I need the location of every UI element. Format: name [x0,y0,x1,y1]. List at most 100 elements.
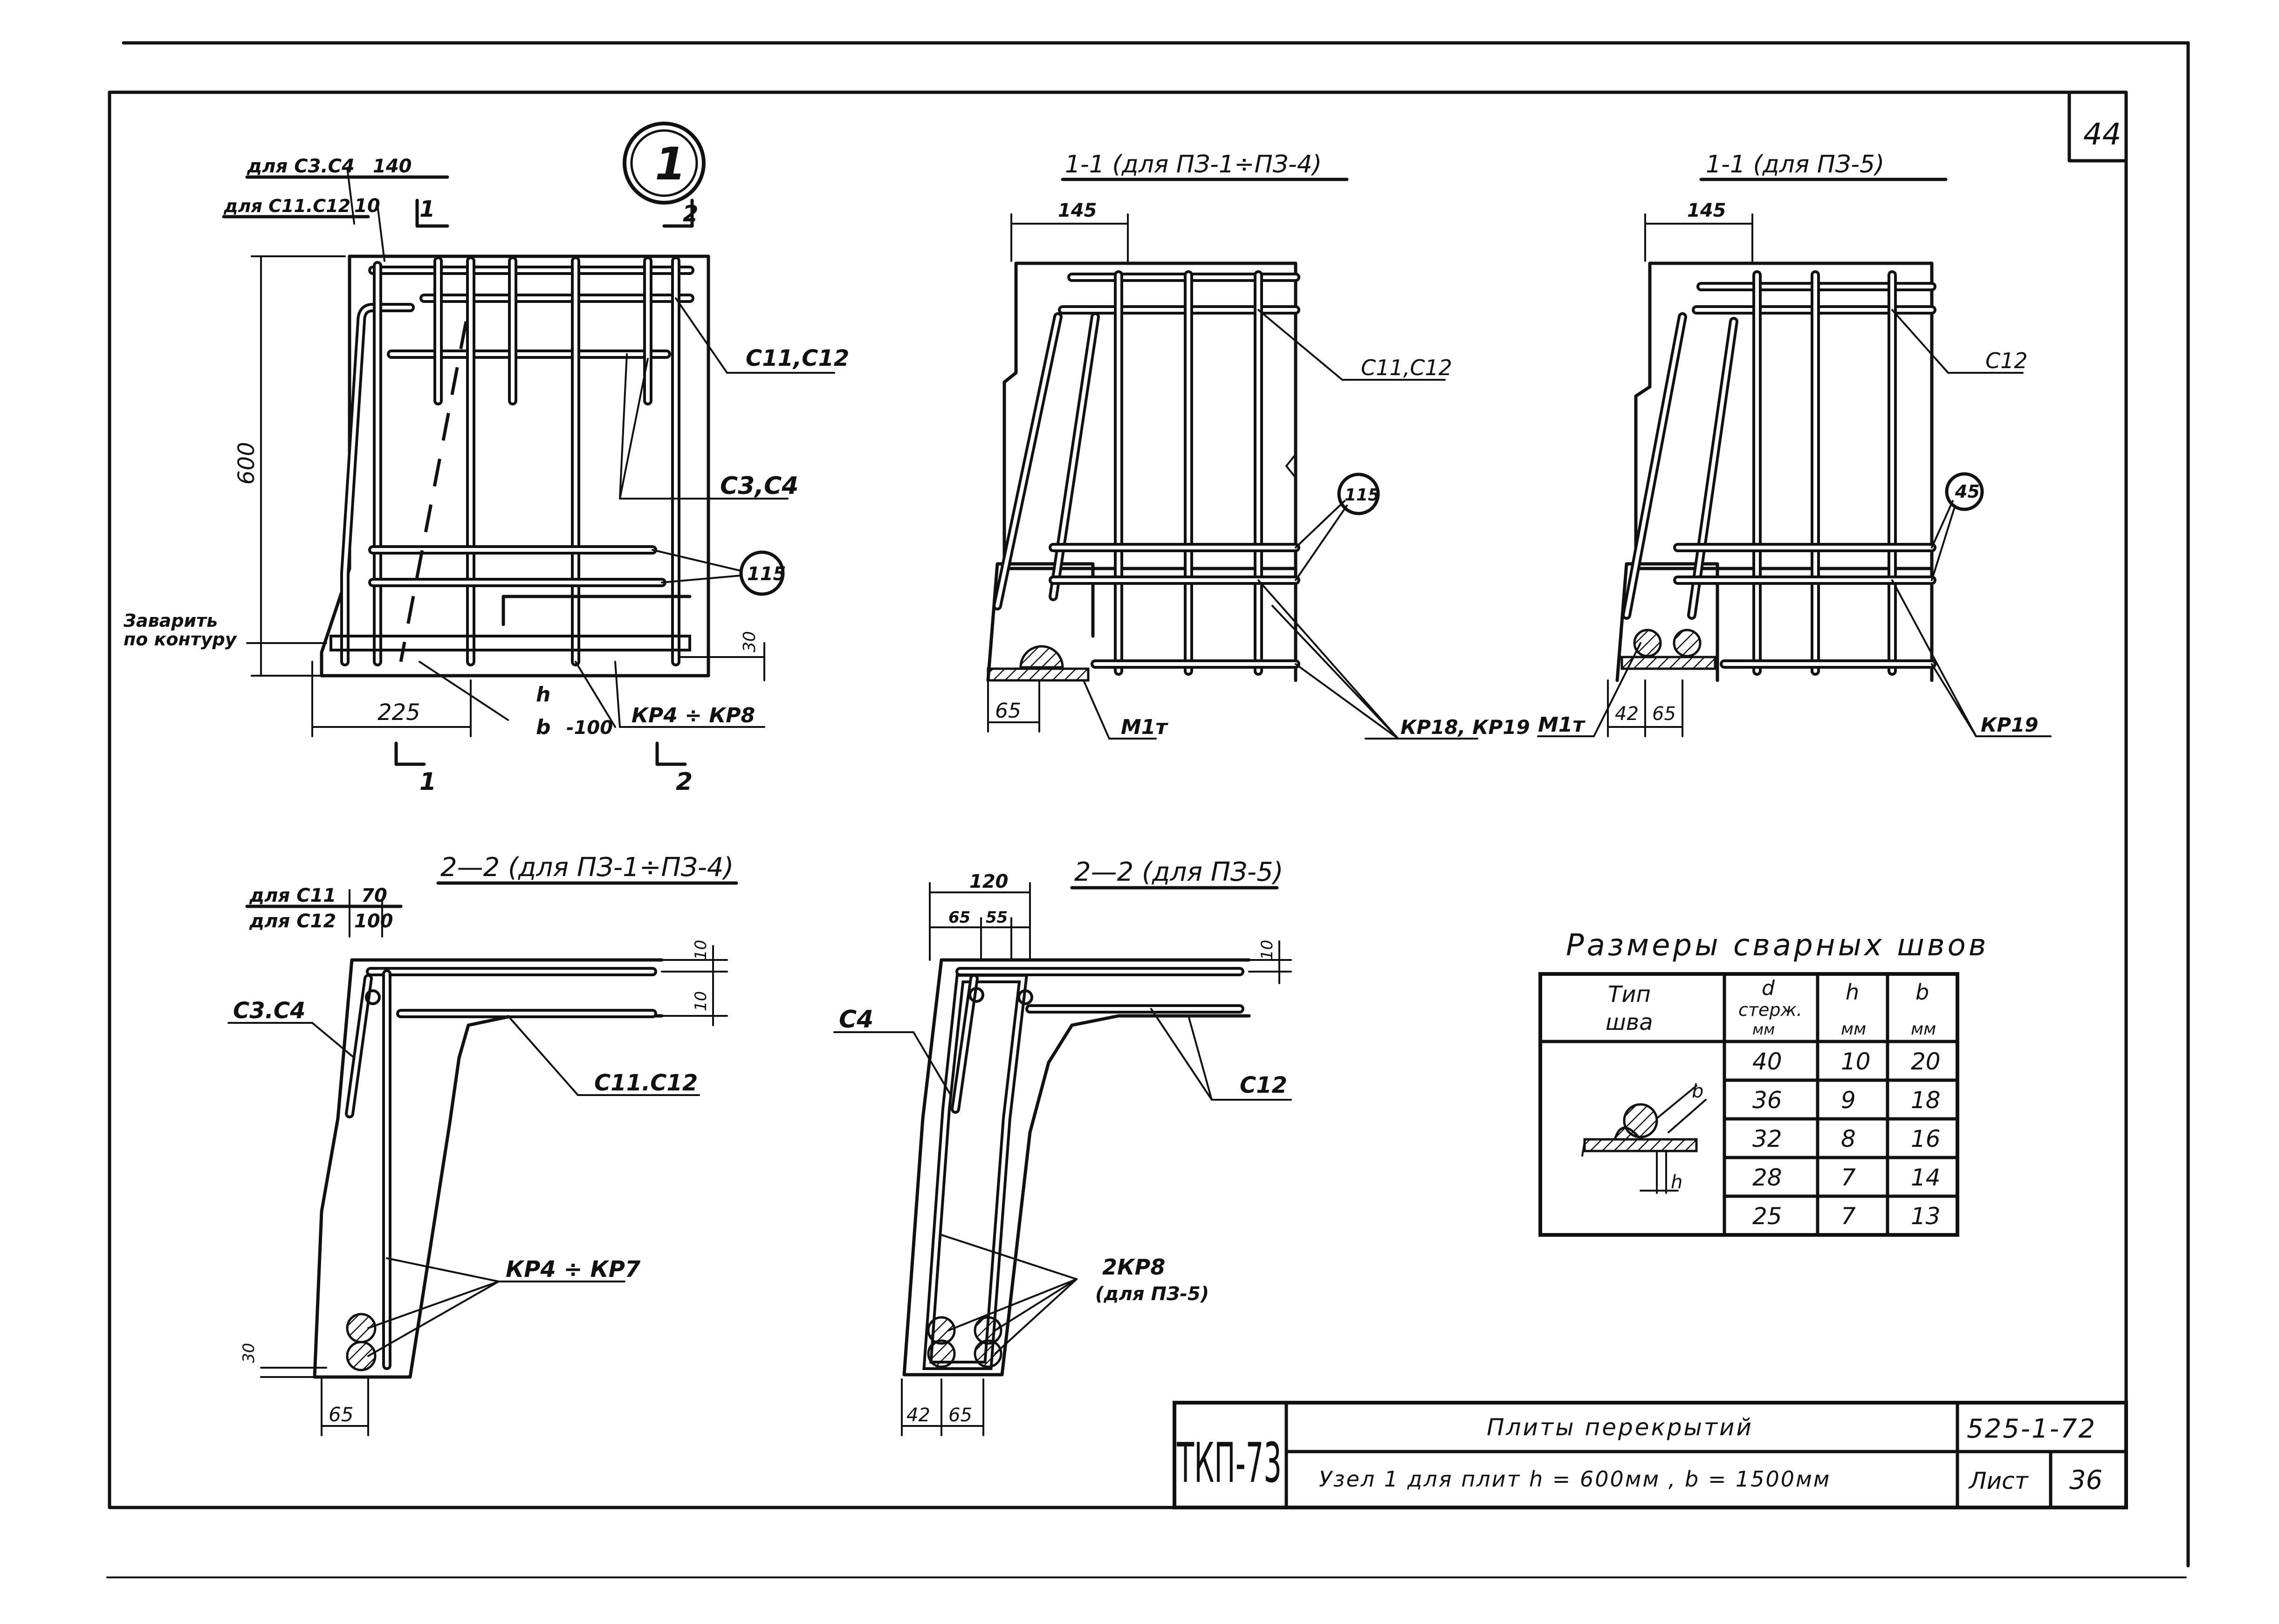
sheet-number: 36 [2069,1465,2102,1495]
dim-145-a: 145 [1058,200,1097,221]
dim-70: 70 [361,885,387,906]
weld-header-type-1: Тип [1608,981,1651,1007]
label-m1t-b: М1т [1538,713,1586,737]
title-line2: Узел 1 для плит h = 600мм , b = 1500мм [1319,1466,1831,1492]
label-for-c11c12: для С11.С12 [223,196,350,216]
view-node-1 [222,122,835,766]
weld-table [1538,972,1959,1237]
dim-b: b [536,715,551,739]
label-kr4-kr8: КР4 ÷ КР8 [632,704,755,727]
cut-2-top: 2 [683,201,698,227]
weld-table-title: Размеры сварных швов [1566,928,1989,963]
dim-h: h [536,683,550,706]
weld-table-cell: 7 [1841,1203,1856,1230]
weld-sketch-h: h [1671,1172,1682,1193]
weld-table-cell: 36 [1752,1087,1782,1114]
dim-30-22a: 30 [240,1343,258,1363]
dim-100: -100 [566,717,613,739]
weld-table-cell: 16 [1911,1125,1941,1152]
weld-header-b-1: b [1915,980,1929,1005]
cut-1-bottom: 1 [419,768,436,796]
weld-table-cell: 7 [1841,1164,1856,1191]
dim-65-top: 65 [948,908,970,927]
dim-120: 120 [969,871,1009,892]
weld-table-cell: 13 [1911,1203,1941,1230]
label-kr4-kr7: КР4 ÷ КР7 [506,1256,641,1282]
label-c4: С4 [839,1006,873,1034]
dim-65-b: 65 [1652,703,1676,725]
dim-10: 10 [354,195,380,217]
view-section-2-2-b [833,882,1292,1436]
label-for-c12: для С12 [249,911,336,932]
weld-header-d-1: d [1762,976,1775,1000]
title-block [1173,1401,2128,1509]
cut-1-top: 1 [419,196,435,222]
title-2-2-a: 2—2 (для ПЗ-1÷ПЗ-4) [440,852,734,883]
label-c3c4: С3,С4 [720,472,798,500]
weld-table-cell: 8 [1841,1125,1856,1152]
label-kr19: КР19 [1981,713,2039,736]
stamp-tkp73: ТКП-73 [1176,1431,1282,1495]
title-2-2-b: 2—2 (для ПЗ-5) [1074,857,1284,887]
weld-header-type-2: шва [1606,1009,1653,1035]
weld-table-cell: 40 [1752,1048,1782,1075]
node-marker: 1 [655,138,686,190]
sheet-label: Лист [1968,1467,2029,1494]
label-c11c12: С11,С12 [746,345,849,371]
weld-header-h-1: h [1846,980,1859,1005]
title-1-1-a: 1-1 (для ПЗ-1÷ПЗ-4) [1065,151,1322,178]
label-115: 115 [747,563,786,585]
dim-145-b: 145 [1687,200,1726,221]
series-code: 525-1-72 [1967,1414,2096,1444]
dim-65-22a: 65 [329,1403,353,1426]
label-for-c11: для С11 [249,885,336,906]
view-section-1-1-b [1537,178,2052,737]
dim-65-22b: 65 [948,1405,972,1426]
dim-42-22b: 42 [906,1405,930,1426]
dim-42-b: 42 [1615,703,1639,725]
dim-225: 225 [378,699,420,726]
label-kr18-kr19: КР18, КР19 [1400,716,1530,739]
dim-55: 55 [986,908,1008,927]
weld-table-rows: 40 10 20 36 9 18 32 8 16 28 7 14 25 7 13 [1752,1048,1941,1230]
view-section-1-1-a [986,178,1478,740]
label-c12-b: С12 [1985,348,2028,373]
label-2kr8-note: (для ПЗ-5) [1095,1283,1209,1305]
weld-header-h-2: мм [1841,1020,1866,1039]
weld-table-cell: 10 [1841,1048,1871,1075]
label-m1t-a: М1т [1121,715,1168,739]
weld-note-line1: Заварить [123,610,218,631]
weld-header-d-2: стерж. [1738,1000,1802,1020]
dim-100-22a: 100 [354,911,393,932]
weld-table-cell: 18 [1911,1087,1941,1114]
weld-table-cell: 9 [1841,1087,1856,1114]
label-for-c3c4: для С3.С4 [247,156,355,177]
weld-header-d-3: мм [1752,1021,1775,1038]
dim-140: 140 [373,156,412,177]
dim-600: 600 [233,442,260,485]
dim-10-upper: 10 [692,940,710,960]
label-c11c12-22a: С11.С12 [594,1070,698,1096]
label-2kr8: 2КР8 [1102,1254,1165,1280]
label-c3c4-22a: С3.С4 [233,998,305,1024]
weld-note-line2: по контуру [124,629,238,650]
dim-10-lower: 10 [692,991,710,1011]
cut-2-bottom: 2 [676,768,693,796]
dim-65-a: 65 [995,699,1021,723]
dim-30: 30 [740,631,759,652]
label-115-a: 115 [1345,486,1380,505]
title-line1: Плиты перекрытий [1487,1414,1753,1441]
weld-table-cell: 28 [1752,1164,1782,1191]
label-c12-22b: С12 [1240,1072,1287,1098]
weld-table-cell: 25 [1752,1203,1782,1230]
dim-10-22b: 10 [1258,940,1277,960]
view-section-2-2-a [227,881,738,1436]
weld-table-cell: 14 [1911,1164,1941,1191]
drawing-frame [106,41,2190,1578]
weld-table-cell: 32 [1752,1125,1782,1152]
weld-table-cell: 20 [1911,1048,1941,1075]
corner-number: 44 [2083,117,2121,152]
label-c11c12-a: С11,С12 [1361,355,1452,380]
label-45: 45 [1955,481,1980,502]
weld-sketch-b: b [1692,1081,1703,1102]
